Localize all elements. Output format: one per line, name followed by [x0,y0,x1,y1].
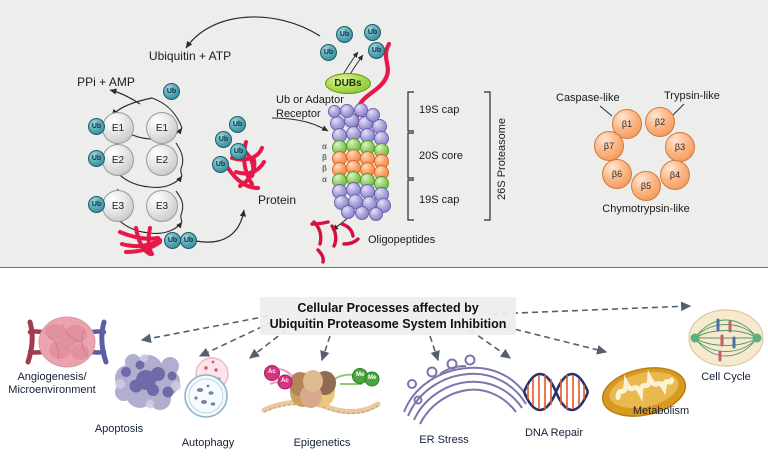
process-label-dna-repair: DNA Repair [524,427,584,439]
ub-sphere: Ub [88,118,105,135]
ub-sphere: Ub [368,42,385,59]
label-26s-proteasome: 26S Proteasome [496,118,508,200]
mitotic-spindle-icon [688,309,764,367]
mark-acetyl: Ac [281,378,289,384]
ub-sphere: Ub [163,83,180,100]
label-ubiquitin-atp: Ubiquitin + ATP [148,49,232,63]
process-label-apoptosis: Apoptosis [94,423,144,435]
mark-acetyl: Ac [268,369,276,375]
ub-sphere: Ub [364,24,381,41]
enzyme-e3-charged: E3 [102,190,134,222]
enzyme-e1-charged: E1 [102,112,134,144]
label-receptor-line2: Receptor [276,108,321,120]
ub-sphere: Ub [320,44,337,61]
process-label-angiogenesis: Angiogenesis/ Microenvironment [8,371,95,397]
beta-subunit-b6: β6 [602,159,632,189]
endoplasmic-reticulum-icon [403,354,529,425]
proteasome-bead [369,207,383,221]
ub-sphere: Ub [336,26,353,43]
process-label-cell-cycle: Cell Cycle [701,371,751,383]
enzyme-e3-free: E3 [146,190,178,222]
proteasome-bead [328,105,341,118]
ub-sphere: Ub [212,156,229,173]
autophagosome-icon [184,357,229,418]
process-label-epigenetics: Epigenetics [293,437,351,449]
enzyme-e1-free: E1 [146,112,178,144]
ub-sphere: Ub [215,131,232,148]
label-line-1: Angiogenesis/ [17,371,87,383]
dna-helix-icon [522,372,590,412]
enzyme-e2-free: E2 [146,144,178,176]
label-caspase-like: Caspase-like [556,92,620,104]
label-20s-core: 20S core [419,150,464,162]
process-label-er-stress: ER Stress [419,434,469,446]
proteasome-bead [340,104,354,118]
ring-label-alpha: α [322,175,327,184]
label-chymotrypsin-like: Chymotrypsin-like [602,203,690,215]
tumor-vessel-icon [25,316,109,368]
proteasome-bead [366,108,380,122]
mark-methyl: Me [368,375,377,381]
apoptotic-cell-icon [115,354,181,410]
mark-methyl: Me [356,372,365,378]
label-receptor-line1: Ub or Adaptor [276,94,344,106]
label-19s-cap-top: 19S cap [419,104,460,116]
label-protein: Protein [258,193,297,207]
label-19s-cap-bottom: 19S cap [419,194,460,206]
beta-subunit-b7: β7 [594,131,624,161]
label-ppi-amp: PPi + AMP [77,75,135,89]
proteasome-bead [341,205,355,219]
ub-sphere: Ub [230,143,247,160]
ring-label-alpha: α [322,142,327,151]
bottom-panel-title: Cellular Processes affected by Ubiquitin… [260,297,516,335]
beta-subunit-b3: β3 [665,132,695,162]
title-line-1: Cellular Processes affected by [297,300,479,315]
beta-subunit-b4: β4 [660,160,690,190]
title-line-2: Ubiquitin Proteasome System Inhibition [269,317,507,331]
enzyme-e2-charged: E2 [102,144,134,176]
beta-subunit-b2: β2 [645,107,675,137]
ub-sphere: Ub [164,232,181,249]
ub-sphere: Ub [180,232,197,249]
dubs-enzyme: DUBs [325,73,371,94]
proteasome-bead [355,206,369,220]
label-line-2: Microenvironment [8,384,96,397]
process-label-metabolism: Metabolism [632,405,690,417]
ring-label-beta: β [322,153,327,162]
ub-sphere: Ub [229,116,246,133]
label-oligopeptides: Oligopeptides [368,234,436,246]
label-trypsin-like: Trypsin-like [664,90,720,102]
beta-subunit-b5: β5 [631,171,661,201]
ub-sphere: Ub [88,150,105,167]
ub-sphere: Ub [88,196,105,213]
proteasome-bead [354,103,368,117]
process-label-autophagy: Autophagy [181,437,235,449]
ring-label-beta: β [322,164,327,173]
